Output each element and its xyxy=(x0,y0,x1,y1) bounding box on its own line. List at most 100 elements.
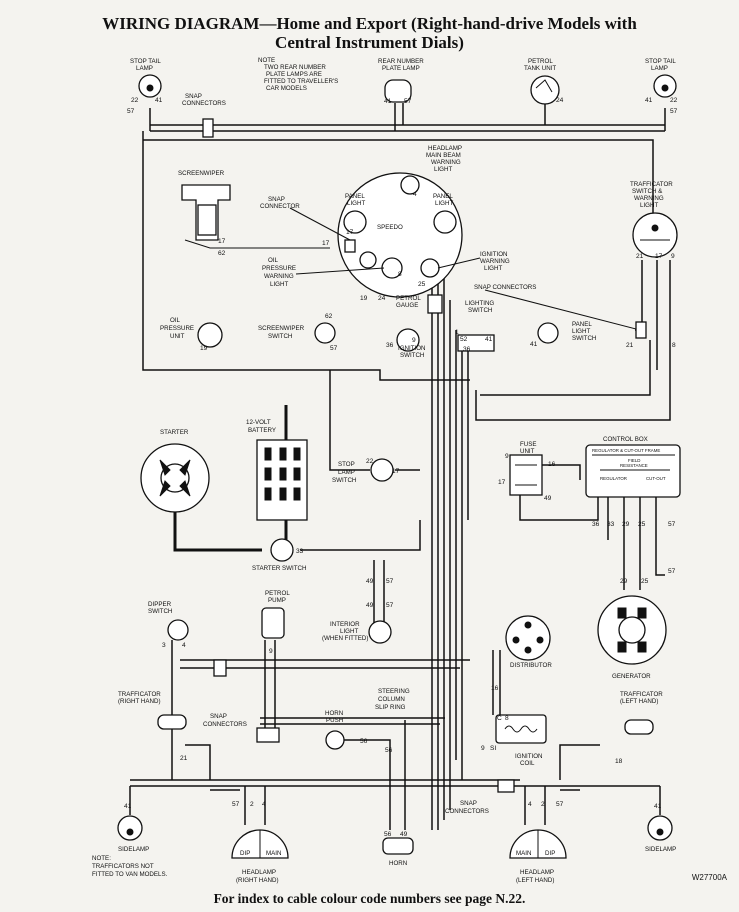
svg-text:STOP TAIL: STOP TAIL xyxy=(645,58,676,65)
svg-text:CONNECTORS: CONNECTORS xyxy=(203,721,247,728)
svg-text:(RIGHT HAND): (RIGHT HAND) xyxy=(236,877,279,884)
svg-text:PETROL: PETROL xyxy=(396,295,421,302)
svg-text:8: 8 xyxy=(672,342,676,349)
svg-text:9: 9 xyxy=(269,648,273,655)
petrol-gauge-label: PETROL GAUGE xyxy=(396,295,421,309)
svg-text:GENERATOR: GENERATOR xyxy=(612,673,651,680)
svg-text:25: 25 xyxy=(418,281,426,288)
svg-text:57: 57 xyxy=(556,801,564,808)
svg-text:3: 3 xyxy=(162,642,166,649)
svg-text:PLATE LAMPS ARE: PLATE LAMPS ARE xyxy=(266,71,322,78)
interior-light: INTERIOR LIGHT (WHEN FITTED) xyxy=(322,620,392,644)
svg-text:IGNITION: IGNITION xyxy=(398,345,426,352)
stop-tail-lamp-right: STOP TAIL LAMP xyxy=(645,58,677,98)
svg-text:SWITCH: SWITCH xyxy=(268,333,292,340)
svg-text:18: 18 xyxy=(615,758,623,765)
svg-text:FUSE: FUSE xyxy=(520,441,537,448)
trafficator-right-hand: TRAFFICATOR (RIGHT HAND) xyxy=(118,691,187,730)
svg-text:DISTRIBUTOR: DISTRIBUTOR xyxy=(510,662,552,669)
svg-text:STEERING: STEERING xyxy=(378,688,410,695)
svg-text:57: 57 xyxy=(386,578,394,585)
control-box: CONTROL BOX REGULATOR & CUT-OUT FRAME FI… xyxy=(585,436,681,498)
svg-text:12-VOLT: 12-VOLT xyxy=(246,419,271,426)
fuse-unit: FUSE UNIT xyxy=(509,441,543,496)
svg-text:STOP: STOP xyxy=(338,461,355,468)
svg-text:HEADLAMP: HEADLAMP xyxy=(520,869,554,876)
svg-text:8: 8 xyxy=(505,715,509,722)
lighting-switch: LIGHTING SWITCH xyxy=(457,300,495,352)
svg-text:NOTE:: NOTE: xyxy=(92,855,111,862)
svg-text:WARNING: WARNING xyxy=(634,195,664,202)
svg-text:36: 36 xyxy=(463,346,471,353)
svg-text:1: 1 xyxy=(455,329,459,336)
svg-text:17: 17 xyxy=(655,253,663,260)
svg-text:FIELD: FIELD xyxy=(628,458,640,463)
svg-text:29: 29 xyxy=(622,521,630,528)
screenwiper-switch: SCREENWIPER SWITCH xyxy=(258,322,336,344)
svg-text:(RIGHT HAND): (RIGHT HAND) xyxy=(118,698,161,705)
svg-text:REAR NUMBER: REAR NUMBER xyxy=(378,58,424,65)
svg-text:33: 33 xyxy=(607,521,615,528)
svg-text:OIL: OIL xyxy=(170,317,181,324)
svg-text:TRAFFICATOR: TRAFFICATOR xyxy=(630,181,673,188)
instrument-cluster: SPEEDO PANEL LIGHT PANEL LIGHT xyxy=(337,172,463,298)
svg-text:41: 41 xyxy=(155,97,163,104)
svg-text:RESISTANCE: RESISTANCE xyxy=(620,463,648,468)
svg-text:PANEL: PANEL xyxy=(345,193,365,200)
svg-text:STARTER SWITCH: STARTER SWITCH xyxy=(252,565,306,572)
oil-warning-label: OIL PRESSURE WARNING LIGHT xyxy=(262,257,385,288)
starter-motor: STARTER xyxy=(140,429,210,513)
svg-text:LAMP: LAMP xyxy=(651,65,668,72)
svg-text:24: 24 xyxy=(378,295,386,302)
svg-text:(LEFT HAND): (LEFT HAND) xyxy=(516,877,554,884)
svg-text:52: 52 xyxy=(460,336,468,343)
svg-text:DIPPER: DIPPER xyxy=(148,601,172,608)
svg-text:SPEEDO: SPEEDO xyxy=(377,224,403,231)
svg-text:LIGHT: LIGHT xyxy=(347,200,365,207)
svg-text:MAIN BEAM: MAIN BEAM xyxy=(426,152,461,159)
wire-number-labels: 22 41 57 41 22 57 41 57 24 17 62 17 17 4… xyxy=(124,97,678,838)
svg-text:CUT-OUT: CUT-OUT xyxy=(646,476,666,481)
svg-text:LAMP: LAMP xyxy=(338,469,355,476)
svg-text:41: 41 xyxy=(654,803,662,810)
svg-text:LAMP: LAMP xyxy=(136,65,153,72)
svg-text:BATTERY: BATTERY xyxy=(248,427,276,434)
svg-text:57: 57 xyxy=(232,801,240,808)
svg-text:IGNITION: IGNITION xyxy=(515,753,543,760)
svg-text:INTERIOR: INTERIOR xyxy=(330,621,360,628)
generator: GENERATOR xyxy=(597,595,667,680)
trafficator-switch: TRAFFICATOR SWITCH & WARNING LIGHT xyxy=(630,181,678,258)
petrol-tank-unit: PETROL TANK UNIT xyxy=(524,58,560,105)
svg-text:17: 17 xyxy=(498,479,506,486)
svg-text:TRAFFICATORS NOT: TRAFFICATORS NOT xyxy=(92,863,154,870)
snap-connectors-low: SNAP CONNECTORS xyxy=(203,659,515,793)
svg-text:SWITCH: SWITCH xyxy=(148,608,172,615)
svg-text:25: 25 xyxy=(641,578,649,585)
svg-text:PUMP: PUMP xyxy=(268,597,286,604)
svg-text:9: 9 xyxy=(505,453,509,460)
svg-text:57: 57 xyxy=(668,521,676,528)
svg-text:HEADLAMP: HEADLAMP xyxy=(428,145,462,152)
svg-text:TRAFFICATOR: TRAFFICATOR xyxy=(620,691,663,698)
svg-text:17: 17 xyxy=(346,229,354,236)
svg-text:4: 4 xyxy=(413,191,417,198)
svg-text:DIP: DIP xyxy=(240,850,250,857)
ignition-coil: IGNITION COIL xyxy=(495,714,547,767)
svg-text:UNIT: UNIT xyxy=(520,448,535,455)
svg-text:SWITCH: SWITCH xyxy=(400,352,424,359)
svg-text:TWO REAR NUMBER: TWO REAR NUMBER xyxy=(264,64,326,71)
svg-text:36: 36 xyxy=(592,521,600,528)
svg-text:4: 4 xyxy=(182,642,186,649)
svg-text:HEADLAMP: HEADLAMP xyxy=(242,869,276,876)
svg-text:57: 57 xyxy=(386,602,394,609)
snap-connectors-bottom-right-label: SNAP CONNECTORS xyxy=(445,800,489,815)
svg-text:CONTROL BOX: CONTROL BOX xyxy=(603,436,648,443)
svg-text:C: C xyxy=(497,715,502,722)
snap-connectors-top: SNAP CONNECTORS xyxy=(182,93,226,138)
svg-text:LIGHT: LIGHT xyxy=(435,200,453,207)
svg-text:SNAP: SNAP xyxy=(185,93,202,100)
svg-text:2: 2 xyxy=(250,801,254,808)
snap-connectors-mid: SNAP CONNECTORS xyxy=(427,284,647,339)
